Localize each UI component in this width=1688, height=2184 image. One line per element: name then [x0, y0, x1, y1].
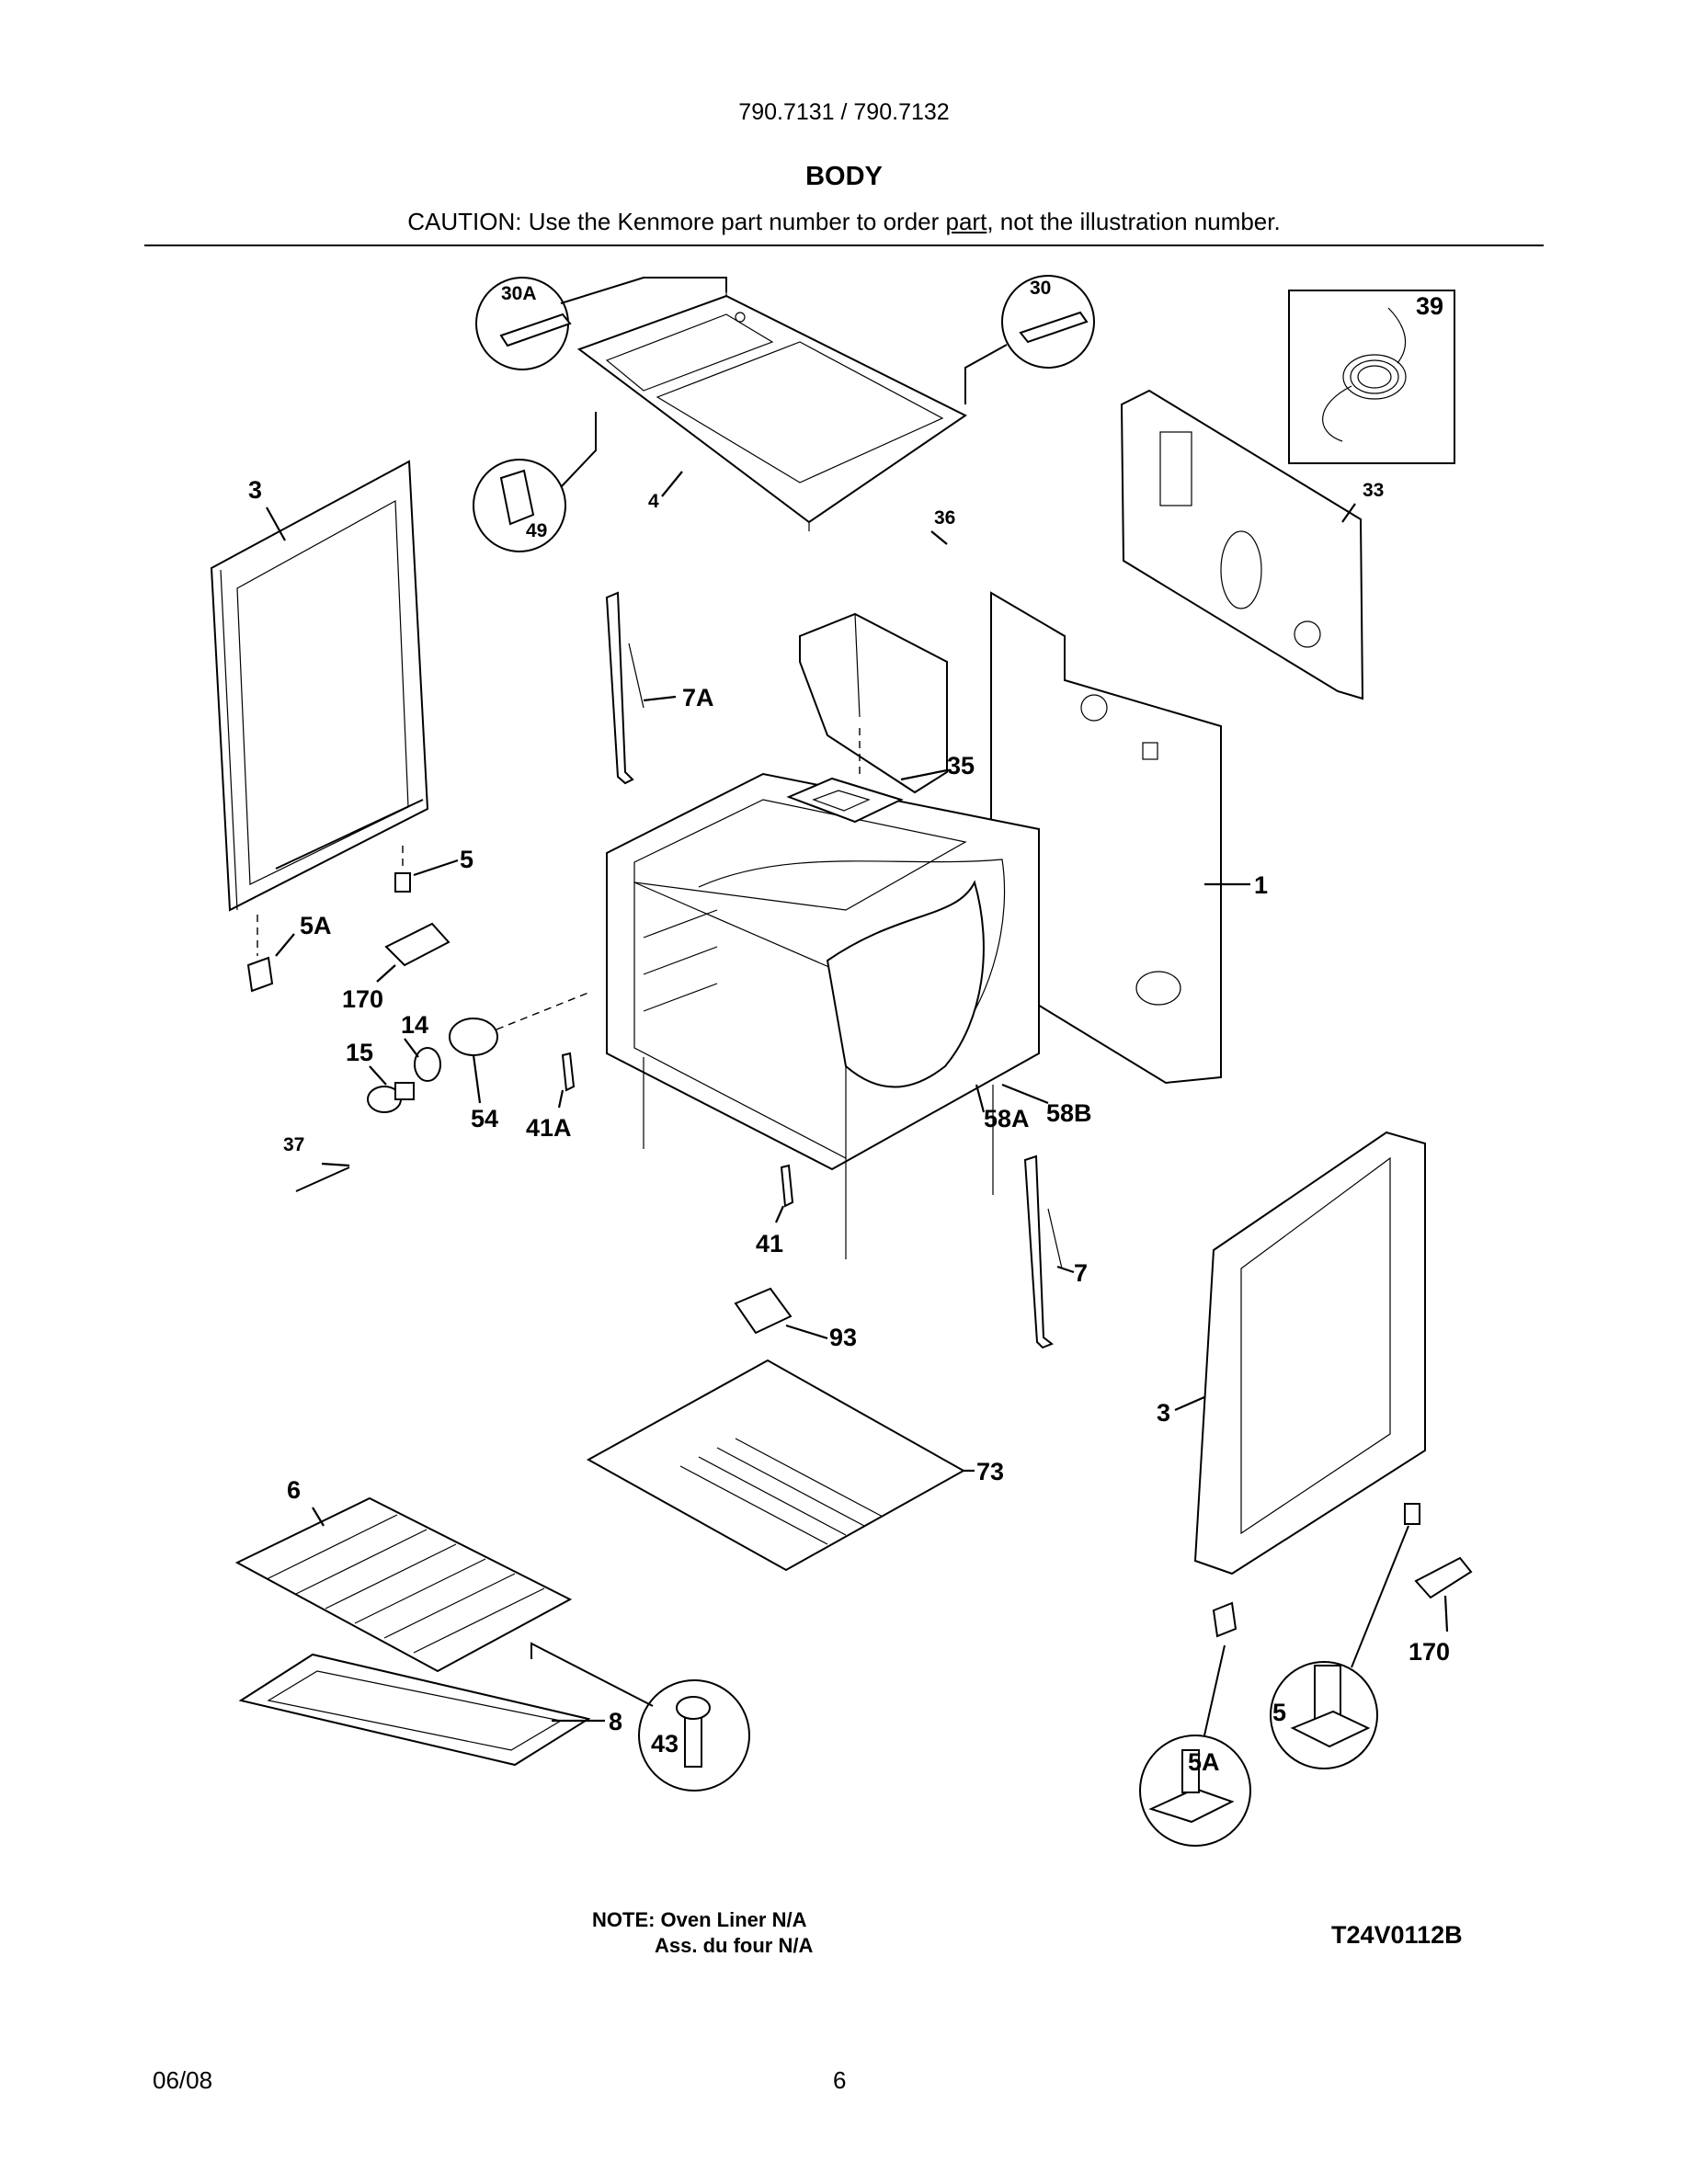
callout-43: 43 [651, 1730, 679, 1757]
bracket-35-part [786, 777, 904, 824]
caution-text: CAUTION: Use the Kenmore part number to … [0, 208, 1688, 236]
callout-170-right: 170 [1409, 1638, 1450, 1666]
footer-date: 06/08 [153, 2066, 213, 2094]
note-oven-liner-fr: Ass. du four N/A [655, 1934, 814, 1957]
lamp-axis-line [496, 992, 589, 1030]
callout-5-left: 5 [460, 846, 473, 873]
leg-bracket-5a-right-small [1212, 1601, 1237, 1638]
callout-41a: 41A [526, 1114, 572, 1142]
lamp-bulb-15 [367, 1082, 415, 1113]
callout-labels: 30A 30 39 49 4 3 33 36 7A 35 1 5 5A 170 … [248, 278, 1450, 1776]
bottom-panel-73 [586, 1359, 966, 1572]
callout-7: 7 [1074, 1259, 1088, 1287]
clip-41 [780, 1164, 794, 1208]
detail-circle-30a [475, 277, 727, 370]
callout-58b: 58B [1046, 1099, 1092, 1127]
detail-circle-30 [964, 275, 1095, 404]
rear-panel-part [1120, 389, 1364, 700]
detail-circle-5-right [1270, 1525, 1409, 1769]
leader-lines [266, 471, 1449, 1723]
note-oven-liner: NOTE: Oven Liner N/A [592, 1908, 807, 1931]
oven-bottom-8 [238, 1653, 591, 1767]
callout-58a: 58A [984, 1105, 1030, 1132]
callout-7a: 7A [682, 684, 714, 711]
callout-8: 8 [609, 1708, 622, 1735]
hinge-7a-part [605, 591, 644, 785]
detail-circle-49 [473, 412, 597, 552]
callout-30: 30 [1030, 278, 1051, 299]
callout-3-right: 3 [1157, 1399, 1170, 1427]
callout-37: 37 [283, 1134, 304, 1155]
callout-41: 41 [756, 1230, 783, 1257]
caution-prefix: CAUTION: Use the Kenmore part number to … [407, 208, 946, 235]
bracket-170-left [384, 922, 451, 967]
leveling-leg-5-left [394, 846, 411, 893]
callout-5a-left: 5A [300, 912, 332, 939]
lamp-receptacle-54 [449, 1018, 498, 1056]
oven-cavity-part [606, 772, 1040, 1259]
detail-circle-43 [530, 1642, 750, 1792]
detail-circle-5a-right [1139, 1644, 1251, 1847]
callout-33: 33 [1363, 480, 1384, 501]
caution-part-link: part [945, 208, 987, 235]
power-cord-box [1288, 290, 1455, 464]
callout-6: 6 [287, 1476, 301, 1504]
callout-4: 4 [648, 491, 659, 512]
bracket-170-right [1414, 1556, 1473, 1599]
drawing-code: T24V0112B [1331, 1921, 1463, 1949]
cable-37 [295, 1166, 350, 1192]
hinge-7-part [1023, 1155, 1063, 1349]
callout-14: 14 [401, 1011, 428, 1039]
callout-30a: 30A [501, 283, 537, 304]
cover-93 [734, 1287, 793, 1335]
leveling-leg-5-right-small [1404, 1503, 1420, 1525]
caution-suffix: , not the illustration number. [987, 208, 1281, 235]
callout-39: 39 [1416, 292, 1443, 320]
leg-bracket-5a-left [246, 915, 274, 993]
callout-5-right: 5 [1272, 1699, 1286, 1726]
callout-49: 49 [526, 520, 547, 541]
callout-54: 54 [471, 1105, 498, 1132]
page-number: 6 [833, 2066, 847, 2094]
oven-rack-6 [234, 1496, 573, 1673]
callout-35: 35 [947, 752, 975, 779]
top-panel-part [576, 280, 967, 531]
right-side-panel-part [1193, 1131, 1426, 1575]
insulation-part [826, 880, 985, 1088]
callout-170-left: 170 [342, 985, 383, 1013]
callout-73: 73 [976, 1458, 1004, 1485]
clip-41a [561, 1052, 576, 1092]
section-title: BODY [805, 162, 883, 191]
callout-15: 15 [346, 1039, 373, 1066]
header-rule [144, 245, 1544, 246]
callout-36: 36 [934, 507, 955, 529]
callout-1: 1 [1254, 871, 1268, 899]
callout-5a-right: 5A [1188, 1748, 1220, 1776]
left-side-panel-part [210, 460, 429, 912]
model-numbers: 790.7131 / 790.7132 [738, 99, 950, 125]
callout-93: 93 [829, 1324, 857, 1351]
lamp-socket-14 [414, 1047, 441, 1082]
vent-duct-part [799, 612, 948, 794]
callout-3-left: 3 [248, 476, 262, 504]
